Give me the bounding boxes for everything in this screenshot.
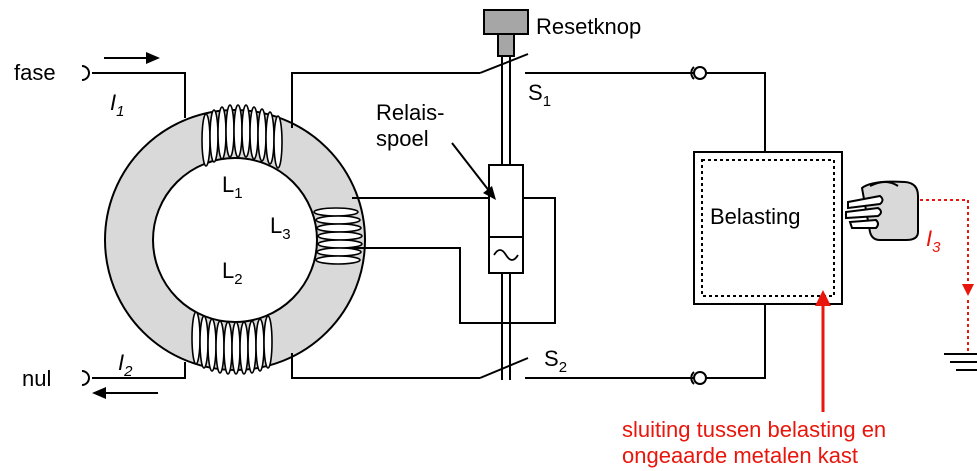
fault-indicator-arrow [815, 290, 831, 412]
fault-caption-line2: ongeaarde metalen kast [622, 443, 858, 468]
pointing-hand-icon [845, 180, 919, 241]
fault-caption-line1: sluiting tussen belasting en [622, 417, 886, 442]
relay-pointer-arrow [451, 142, 496, 200]
output-terminal-top [690, 66, 707, 80]
output-terminal-bottom [690, 371, 707, 385]
l2-label: L2 [222, 258, 243, 288]
i2-label: I2 [118, 350, 133, 380]
relais-label-line1: Relais- [376, 100, 444, 125]
reset-button [483, 9, 529, 57]
fase-label: fase [14, 60, 56, 85]
ac-tilde-icon [493, 249, 519, 261]
load-box [693, 151, 843, 305]
current-arrow-nul [92, 387, 158, 399]
fase-terminal [81, 65, 90, 81]
resetknop-label: Resetknop [536, 14, 641, 39]
coil-l1 [201, 104, 283, 169]
s2-label: S2 [544, 346, 567, 376]
ground-symbol-icon [944, 353, 977, 371]
coil-l2 [191, 311, 273, 375]
relais-label-line2: spoel [376, 126, 429, 151]
s1-label: S1 [528, 80, 551, 110]
nul-terminal [81, 370, 90, 386]
i3-label: I3 [926, 226, 941, 256]
current-arrow-fase [104, 52, 160, 64]
l3-label: L3 [270, 213, 291, 243]
i1-label: I1 [110, 90, 124, 120]
relay-coil [488, 164, 524, 274]
belasting-label: Belasting [710, 204, 801, 229]
coil-l3 [313, 207, 363, 265]
nul-label: nul [22, 366, 51, 391]
toroid-core [104, 109, 366, 371]
l1-label: L1 [222, 172, 243, 202]
leakage-current-path [920, 199, 974, 352]
